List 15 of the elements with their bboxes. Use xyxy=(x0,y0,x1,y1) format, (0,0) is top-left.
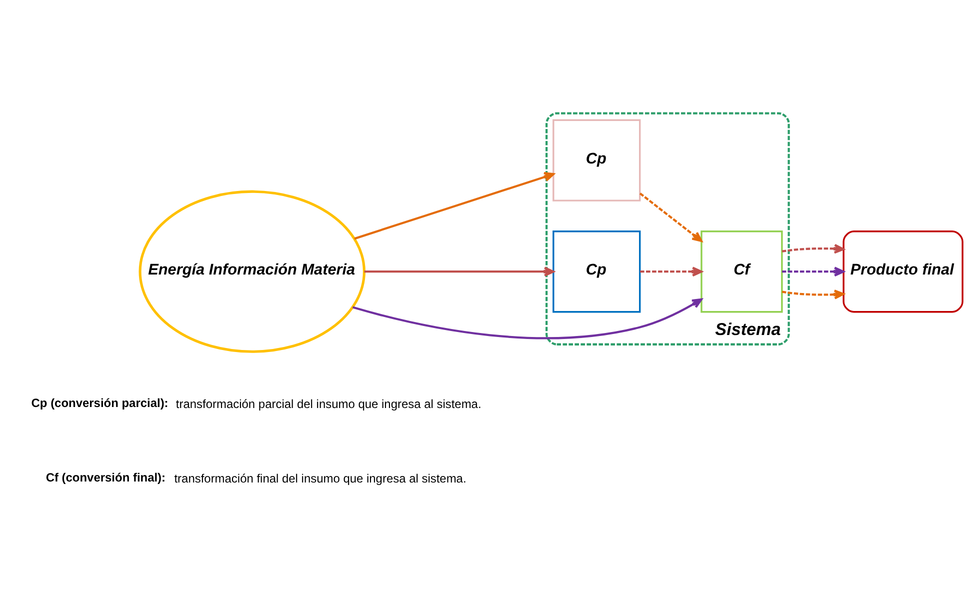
arrow xyxy=(782,266,844,277)
arrow xyxy=(364,266,554,277)
arrow xyxy=(782,290,844,300)
node-box: Producto final xyxy=(842,230,964,313)
arrow xyxy=(352,298,702,340)
arrow xyxy=(782,244,844,254)
label: Cp (conversión parcial): transformación parcial del insumo que ingresa al sistema. xyxy=(31,396,482,411)
node-box: Cp xyxy=(552,119,641,202)
node-box: Cf xyxy=(700,230,783,313)
label: Cf (conversión final): transformación final del insumo que ingresa al sistema. xyxy=(46,470,466,486)
arrow xyxy=(639,192,702,242)
arrow xyxy=(354,172,554,240)
arrow xyxy=(640,266,702,277)
node-ellipse: Energía Información Materia xyxy=(138,190,366,353)
node-box: Cp xyxy=(552,230,641,313)
